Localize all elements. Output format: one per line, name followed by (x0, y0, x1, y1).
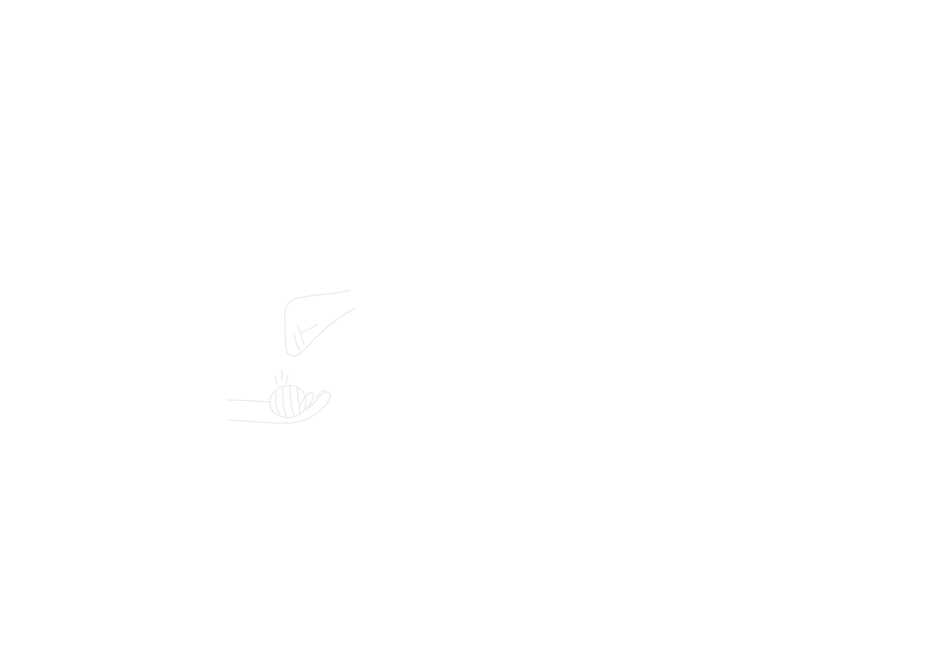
lower-hand-icon (227, 391, 332, 424)
lower-hand-fingers-icon (299, 389, 328, 411)
sparkle-right-icon (285, 374, 289, 385)
gift-ball-stripes-icon (274, 385, 301, 419)
hands-giving-gift-icon (220, 280, 370, 435)
upper-hand-icon (283, 289, 356, 357)
upper-hand-finger-icon (293, 323, 319, 351)
sparkle-left-icon (274, 375, 278, 385)
hands-giving-gift-svg (227, 289, 356, 424)
gift-ball-icon (269, 384, 307, 419)
